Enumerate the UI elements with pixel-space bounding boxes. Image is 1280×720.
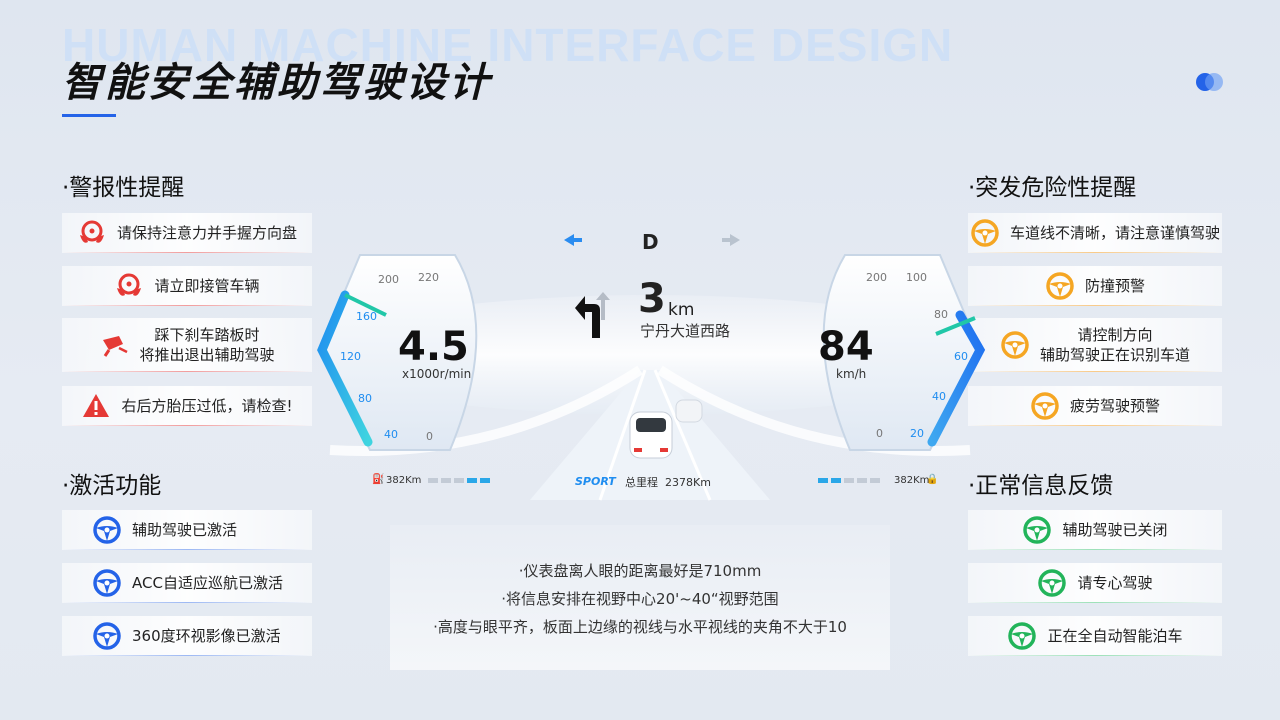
speed-tick: 100 [906, 271, 927, 284]
rpm-tick: 0 [426, 430, 433, 443]
steering-wheel-icon [93, 569, 121, 597]
design-note: ·将信息安排在视野中心20'~40“视野范围 [501, 590, 779, 608]
normal-card: 正在全自动智能泊车 [968, 616, 1222, 656]
speed-arc [927, 310, 986, 447]
decor-dots-icon [1196, 73, 1223, 91]
odometer: 总里程 2378Km [625, 476, 711, 489]
lane-line-left [598, 369, 647, 501]
turn-left-icon [564, 234, 582, 246]
danger-card: 车道线不清晰，请注意谨慎驾驶 [968, 213, 1222, 253]
steering-wheel-icon [1008, 622, 1037, 650]
drive-mode: SPORT [575, 475, 616, 488]
section-title-activate: ·激活功能 [62, 473, 162, 499]
activate-card: 360度环视影像已激活 [62, 616, 312, 656]
steering-wheel-icon [1001, 331, 1029, 359]
speed-tick: 0 [876, 427, 883, 440]
alert-card: 踩下刹车踏板时将推出退出辅助驾驶 [62, 318, 312, 372]
hands-on-wheel-icon [79, 220, 104, 243]
battery-icon: 🔒 [926, 474, 939, 485]
warning-triangle-icon [83, 394, 110, 417]
title-underline [62, 114, 116, 117]
background-title: HUMAN MACHINE INTERFACE DESIGN [62, 19, 954, 71]
normal-card: 请专心驾驶 [968, 563, 1222, 603]
energy-bar-left [428, 478, 490, 483]
rpm-needle [344, 293, 387, 317]
lead-car-icon [629, 411, 673, 459]
alert-card: 右后方胎压过低，请检查! [62, 386, 312, 426]
steering-wheel-icon [1031, 392, 1059, 420]
danger-card: 请控制方向辅助驾驶正在识别车道 [968, 318, 1222, 372]
design-note: ·仪表盘离人眼的距离最好是710mm [518, 562, 762, 580]
steering-wheel-icon [93, 516, 121, 544]
alert-card: 请保持注意力并手握方向盘 [62, 213, 312, 253]
rpm-tick: 200 [378, 273, 399, 286]
turn-right-icon [722, 234, 740, 246]
turn-left-nav-icon [575, 296, 600, 338]
speed-gauge-panel [822, 254, 982, 451]
energy-bar-right [818, 478, 880, 483]
rpm-unit: x1000r/min [402, 367, 472, 381]
design-note: ·高度与眼平齐，板面上边缘的视线与水平视线的夹角不大于10 [433, 618, 847, 636]
activate-card: 辅助驾驶已激活 [62, 510, 312, 550]
danger-card: 疲劳驾驶预警 [968, 386, 1222, 426]
section-title-danger: ·突发危险性提醒 [968, 175, 1137, 201]
speed-unit: km/h [836, 367, 867, 381]
side-car-icon [675, 399, 703, 423]
rpm-tick: 160 [356, 310, 377, 323]
range-right: 382Km [894, 475, 930, 486]
rpm-tick: 80 [358, 392, 372, 405]
rpm-tick: 220 [418, 271, 439, 284]
rpm-arc [317, 290, 373, 447]
straight-nav-icon [596, 292, 610, 320]
steering-wheel-icon [93, 622, 121, 650]
design-notes: ·仪表盘离人眼的距离最好是710mm ·将信息安排在视野中心20'~40“视野范… [390, 525, 890, 670]
page-title: 智能安全辅助驾驶设计 [62, 60, 492, 106]
lane-line-right [653, 369, 712, 501]
speed-tick: 20 [910, 427, 924, 440]
alert-card: 请立即接管车辆 [62, 266, 312, 306]
section-title-normal: ·正常信息反馈 [968, 473, 1114, 499]
range-left: 382Km [386, 475, 422, 486]
nav-road-name: 宁丹大道西路 [640, 322, 731, 340]
speed-needle [935, 316, 976, 336]
normal-card: 辅助驾驶已关闭 [968, 510, 1222, 550]
instrument-cluster: D 3 km 宁丹大道西路 4.5 x1000r/min 220 200 160… [300, 200, 1000, 510]
center-glow [420, 295, 880, 415]
hands-on-wheel-icon [117, 273, 142, 296]
activate-card: ACC自适应巡航已激活 [62, 563, 312, 603]
speed-value: 84 [818, 324, 874, 370]
nav-distance: 3 [638, 276, 666, 322]
speed-tick: 80 [934, 308, 948, 321]
rpm-tick: 40 [384, 428, 398, 441]
steering-wheel-icon [1046, 272, 1074, 300]
steering-wheel-icon [1038, 569, 1067, 597]
danger-card: 防撞预警 [968, 266, 1222, 306]
speed-tick: 200 [866, 271, 887, 284]
gear-indicator: D [642, 230, 659, 254]
nav-distance-unit: km [668, 300, 695, 320]
steering-wheel-icon [1023, 516, 1052, 544]
fuel-icon: ⛽ [372, 474, 385, 485]
cluster-graphic [317, 234, 986, 501]
speed-tick: 60 [954, 350, 968, 363]
brake-pedal-icon [103, 336, 129, 357]
rpm-tick: 120 [340, 350, 361, 363]
steering-wheel-icon [971, 219, 999, 247]
rpm-value: 4.5 [398, 324, 469, 370]
speed-tick: 40 [932, 390, 946, 403]
section-title-alert: ·警报性提醒 [62, 175, 185, 201]
